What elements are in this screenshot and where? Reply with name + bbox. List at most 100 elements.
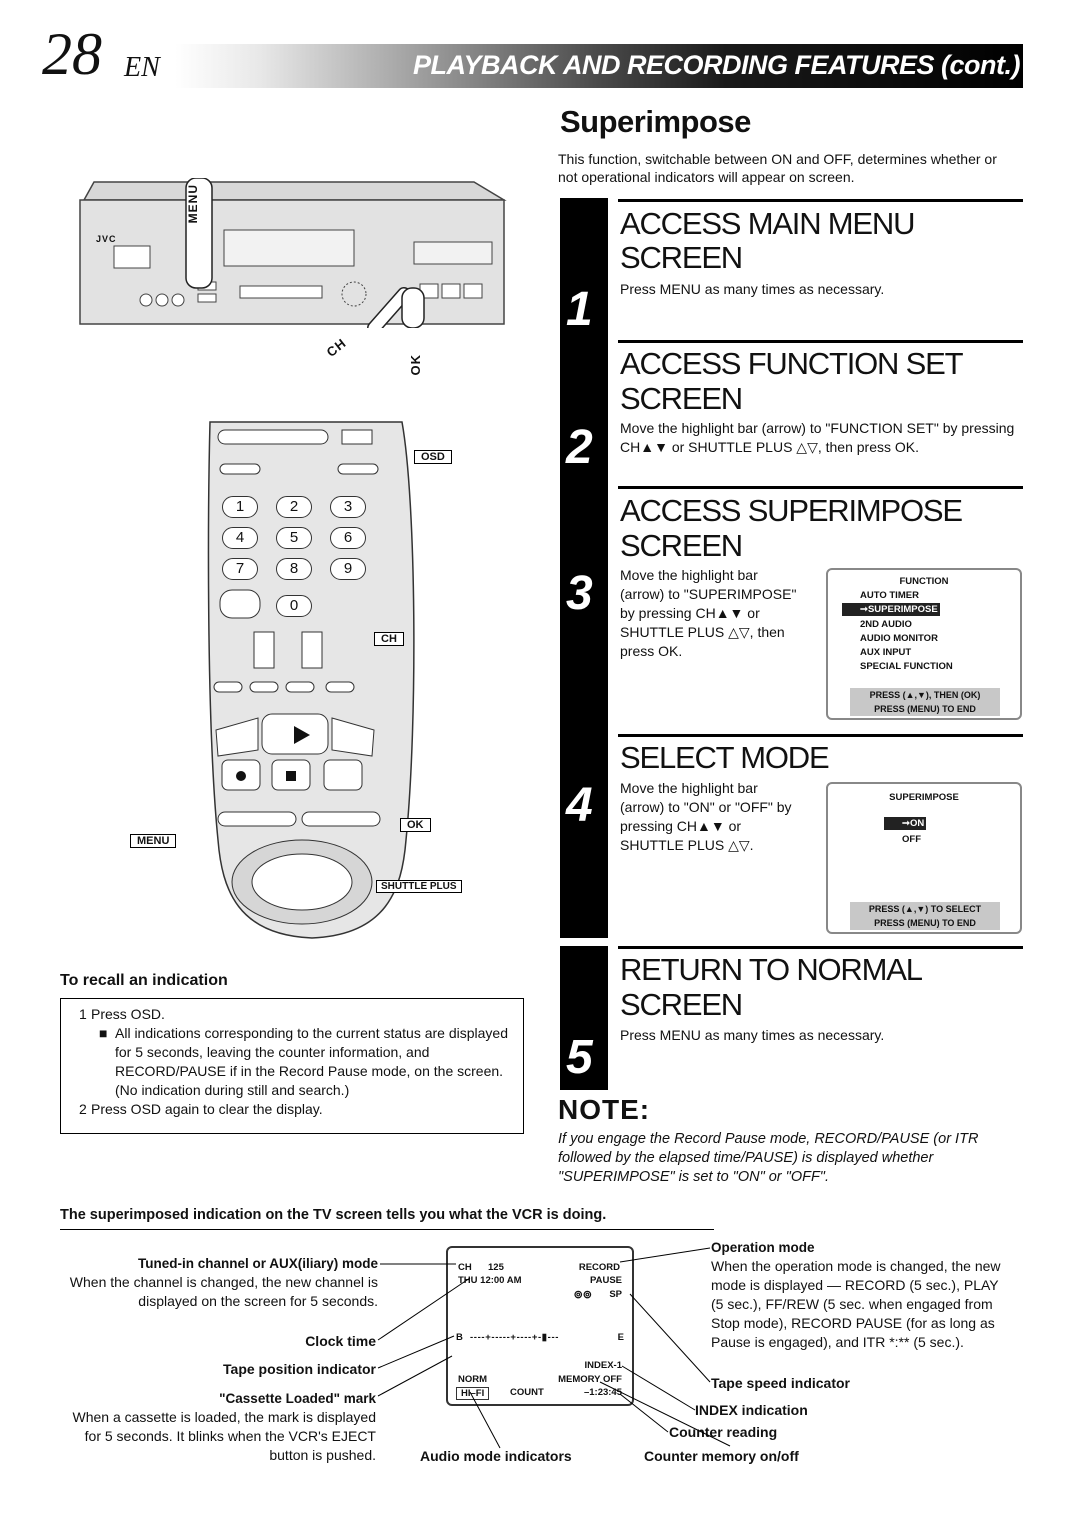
page-number: 28 bbox=[42, 21, 102, 87]
step-5-bar bbox=[560, 946, 608, 1090]
page-language: EN bbox=[124, 52, 160, 83]
key-2: 2 bbox=[276, 496, 312, 518]
remote-menu-label: MENU bbox=[130, 834, 177, 848]
vcr-menu-label: MENU bbox=[186, 184, 200, 224]
step-3-line-3: by pressing CH▲▼ or bbox=[620, 605, 760, 621]
step-3-line-2: (arrow) to "SUPERIMPOSE" bbox=[620, 586, 797, 602]
section-title: Superimpose bbox=[560, 104, 751, 139]
step-5-text: Press MENU as many times as necessary. bbox=[620, 1027, 885, 1043]
key-5: 5 bbox=[276, 527, 312, 549]
step-3-heading: ACCESS SUPERIMPOSE bbox=[620, 493, 963, 528]
key-9: 9 bbox=[330, 558, 366, 580]
vcr-brand: JVC bbox=[96, 234, 117, 244]
step-3-line-1: Move the highlight bar bbox=[620, 567, 758, 583]
step-4-line-4: SHUTTLE PLUS △▽. bbox=[620, 837, 754, 853]
step-1-number: 1 bbox=[566, 283, 593, 336]
square-bullet-icon: ■ bbox=[99, 1025, 108, 1041]
arrow-icon: ➞ bbox=[860, 604, 868, 615]
tv-channel: 125 bbox=[488, 1262, 504, 1273]
diagram-title-underline bbox=[60, 1229, 714, 1230]
step-5-number: 5 bbox=[566, 1031, 593, 1084]
tv-e: E bbox=[617, 1332, 624, 1343]
cassette-icon: ⊚⊚ bbox=[573, 1289, 592, 1301]
tv-screen-diagram: CH 125 RECORD THU 12:00 AM PAUSE ⊚⊚ SP B… bbox=[446, 1246, 634, 1406]
tv-counter: –1:23:45 bbox=[583, 1387, 622, 1398]
key-3: 3 bbox=[330, 496, 366, 518]
step-3-line-5: press OK. bbox=[620, 643, 683, 659]
step-5-rule bbox=[618, 946, 1023, 949]
tv-memory: MEMORY OFF bbox=[558, 1374, 622, 1385]
step-1-heading-2: SCREEN bbox=[620, 240, 743, 275]
section-intro: This function, switchable between ON and… bbox=[558, 151, 997, 185]
tv-index: INDEX-1 bbox=[584, 1360, 622, 1371]
tv-record: RECORD bbox=[578, 1262, 620, 1273]
osd-item-superimpose: ➞SUPERIMPOSE bbox=[842, 603, 940, 616]
step-4-text: Move the highlight bar (arrow) to "ON" o… bbox=[620, 779, 820, 855]
osd-function-screen: FUNCTION AUTO TIMER ➞SUPERIMPOSE 2ND AUD… bbox=[826, 568, 1022, 720]
key-8: 8 bbox=[276, 558, 312, 580]
osd-superimpose-foot-1: PRESS (▲,▼) TO SELECT bbox=[850, 902, 1000, 916]
key-4: 4 bbox=[222, 527, 258, 549]
remote-ch-label: CH bbox=[374, 632, 404, 646]
tv-norm: NORM bbox=[458, 1374, 488, 1385]
remote-shuttle-label: SHUTTLE PLUS bbox=[376, 880, 462, 893]
label-tuned-channel: Tuned-in channel or AUX(iliary) mode Whe… bbox=[69, 1256, 378, 1309]
step-4-line-3: pressing CH▲▼ or bbox=[620, 818, 742, 834]
label-index-indication: INDEX indication bbox=[695, 1402, 808, 1418]
osd-superimpose-foot-2: PRESS (MENU) TO END bbox=[850, 916, 1000, 930]
step-3-number: 3 bbox=[566, 567, 593, 620]
remote-control-illustration bbox=[207, 421, 415, 939]
step-1-text: Press MENU as many times as necessary. bbox=[620, 281, 885, 297]
note-title: NOTE: bbox=[558, 1094, 651, 1125]
step-2-rule bbox=[618, 340, 1023, 343]
step-1-heading: ACCESS MAIN MENU bbox=[620, 206, 915, 241]
tv-hifi: HI–FI bbox=[456, 1387, 490, 1400]
step-3-heading-2: SCREEN bbox=[620, 528, 743, 563]
vcr-illustration bbox=[79, 178, 507, 328]
label-cassette-loaded: "Cassette Loaded" mark When a cassette i… bbox=[72, 1391, 377, 1463]
tv-count: COUNT bbox=[510, 1387, 544, 1398]
step-4-bar bbox=[560, 734, 608, 938]
step-1-bar bbox=[560, 198, 608, 394]
step-2-heading: ACCESS FUNCTION SET bbox=[620, 346, 964, 381]
step-4-heading: SELECT MODE bbox=[620, 740, 830, 775]
label-audio-mode: Audio mode indicators bbox=[420, 1448, 572, 1464]
osd-item-audio-monitor: AUDIO MONITOR bbox=[860, 633, 938, 644]
osd-item-on: ➞ON bbox=[884, 817, 927, 830]
step-3-line-4: SHUTTLE PLUS △▽, then bbox=[620, 624, 785, 640]
key-6: 6 bbox=[330, 527, 366, 549]
key-0: 0 bbox=[276, 595, 312, 617]
step-2-text: Move the highlight bar (arrow) to "FUNCT… bbox=[620, 420, 1015, 455]
label-clock-time: Clock time bbox=[305, 1333, 376, 1349]
osd-function-foot-1: PRESS (▲,▼), THEN (OK) bbox=[850, 688, 1000, 702]
osd-item-special-function: SPECIAL FUNCTION bbox=[860, 661, 953, 672]
step-3-bar bbox=[560, 554, 608, 734]
tv-day-time: THU 12:00 AM bbox=[458, 1275, 522, 1286]
step-4-number: 4 bbox=[566, 779, 593, 832]
step-5-heading-2: SCREEN bbox=[620, 987, 743, 1022]
remote-ok-label: OK bbox=[400, 818, 431, 832]
remote-osd-label: OSD bbox=[414, 450, 452, 464]
osd-item-2nd-audio: 2ND AUDIO bbox=[860, 619, 912, 630]
label-counter-memory: Counter memory on/off bbox=[644, 1448, 799, 1464]
recall-item-2: Press OSD again to clear the display. bbox=[91, 1101, 323, 1117]
step-5-heading: RETURN TO NORMAL bbox=[620, 952, 923, 987]
step-4-rule bbox=[618, 734, 1023, 737]
recall-item-1-num: 1 bbox=[79, 1006, 87, 1022]
header-title: PLAYBACK AND RECORDING FEATURES (cont.) bbox=[413, 50, 1020, 80]
arrow-icon: ➞ bbox=[902, 818, 910, 829]
recall-item-2-num: 2 bbox=[79, 1101, 87, 1117]
tape-position-bar: - - - - + - - - - - + - - - - + - ▮ - - … bbox=[470, 1332, 558, 1343]
osd-item-auto-timer: AUTO TIMER bbox=[860, 590, 919, 601]
step-4-line-1: Move the highlight bar bbox=[620, 780, 758, 796]
osd-item-aux-input: AUX INPUT bbox=[860, 647, 912, 658]
recall-bullet: All indications corresponding to the cur… bbox=[115, 1025, 508, 1098]
tv-b: B bbox=[456, 1332, 463, 1343]
step-2-number: 2 bbox=[566, 421, 593, 474]
note-text: If you engage the Record Pause mode, REC… bbox=[558, 1131, 979, 1185]
key-7: 7 bbox=[222, 558, 258, 580]
vcr-ok-label: OK bbox=[408, 354, 423, 376]
step-2-heading-2: SCREEN bbox=[620, 381, 743, 416]
key-1: 1 bbox=[222, 496, 258, 518]
